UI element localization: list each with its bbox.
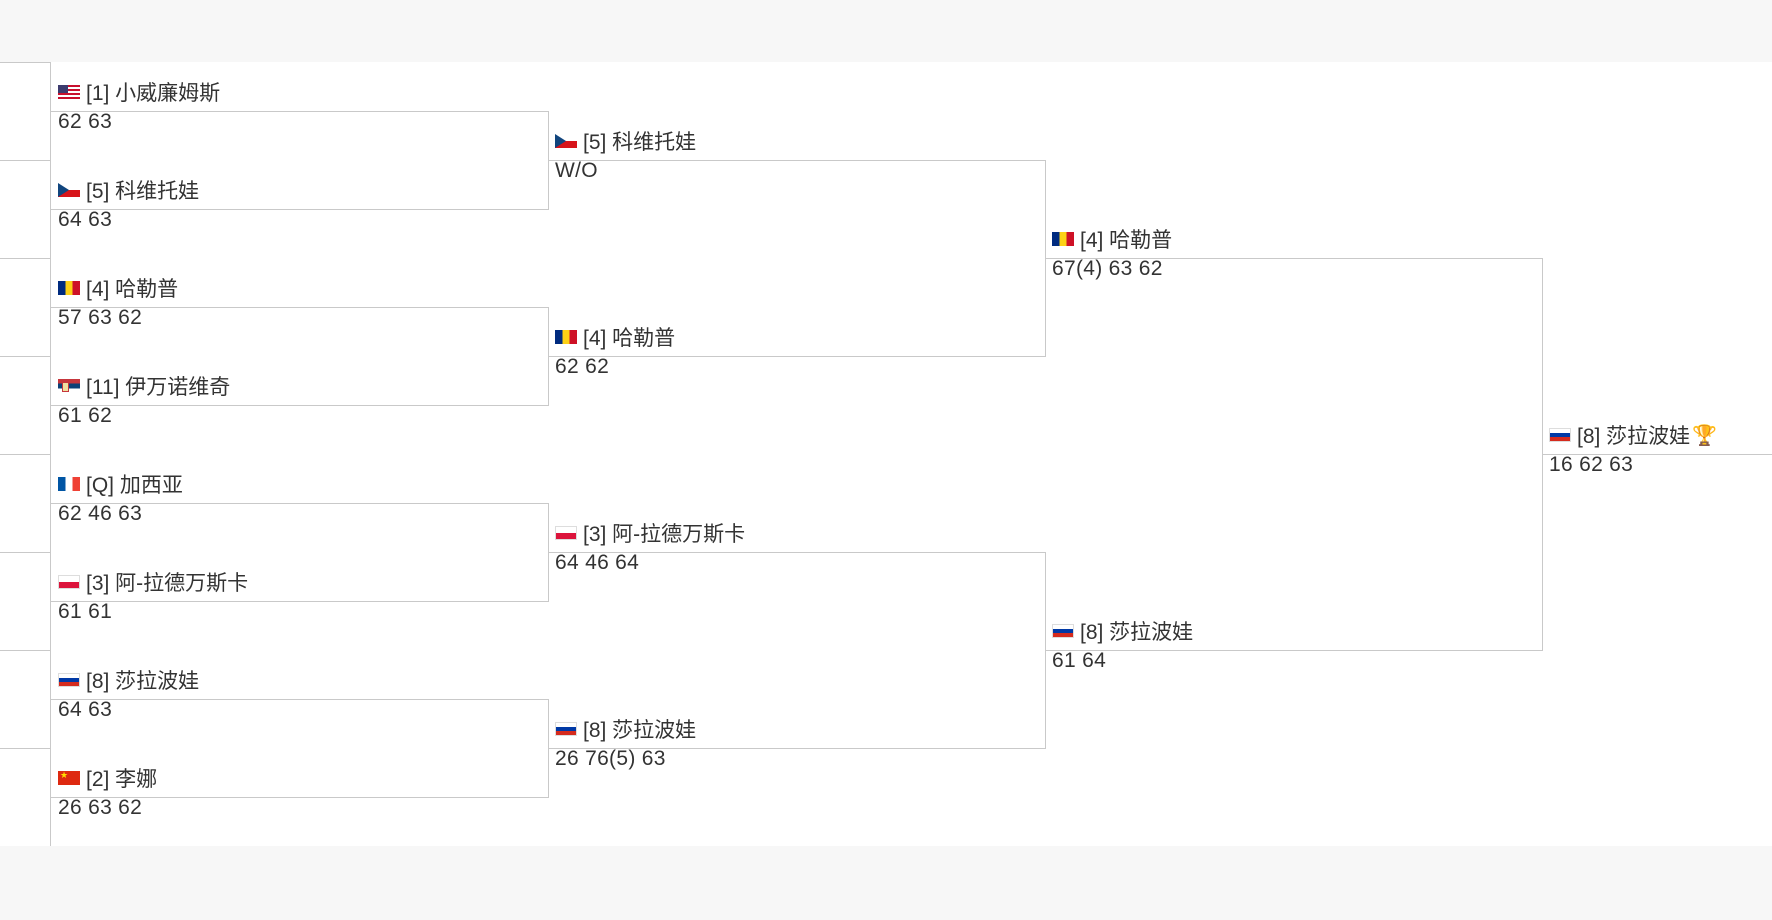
connector-line bbox=[548, 748, 1045, 749]
left-stub-line bbox=[0, 356, 50, 357]
connector-line bbox=[548, 552, 1045, 553]
match-score: 61 64 bbox=[1052, 649, 1107, 672]
connector-line bbox=[548, 356, 1045, 357]
round1-match2-top: [4] 哈勒普 57 63 62 bbox=[58, 274, 178, 332]
player-name: [8] 莎拉波娃 bbox=[86, 670, 200, 693]
round1-match4-top: [8] 莎拉波娃 64 63 bbox=[58, 666, 199, 724]
left-stub-line bbox=[0, 454, 50, 455]
player-name: [Q] 加西亚 bbox=[86, 474, 183, 497]
connector-line bbox=[50, 111, 548, 112]
connector-line bbox=[50, 503, 548, 504]
match-score: 61 61 bbox=[58, 600, 113, 623]
pl-flag-icon bbox=[555, 526, 577, 540]
match-score: 26 63 62 bbox=[58, 796, 143, 819]
round1-match3-bottom: [3] 阿-拉德万斯卡 61 61 bbox=[58, 568, 248, 626]
connector-line bbox=[1542, 454, 1772, 455]
player-name: [4] 哈勒普 bbox=[1080, 229, 1173, 252]
player-name: [4] 哈勒普 bbox=[86, 278, 179, 301]
match-score: 64 46 64 bbox=[555, 551, 640, 574]
connector-line bbox=[50, 307, 548, 308]
round1-match2-bottom: [11] 伊万诺维奇 61 62 bbox=[58, 372, 230, 430]
player-name: [3] 阿-拉德万斯卡 bbox=[86, 572, 249, 595]
round2-match1-bottom: [4] 哈勒普 62 62 bbox=[555, 323, 675, 381]
rs-flag-icon bbox=[58, 379, 80, 393]
round2-match1-top: [5] 科维托娃 W/O bbox=[555, 127, 696, 185]
left-stub-line bbox=[0, 748, 50, 749]
player-name: [1] 小威廉姆斯 bbox=[86, 82, 221, 105]
round2-match2-top: [3] 阿-拉德万斯卡 64 46 64 bbox=[555, 519, 745, 577]
round1-match4-bottom: [2] 李娜 26 63 62 bbox=[58, 764, 157, 822]
fr-flag-icon bbox=[58, 477, 80, 491]
match-score: 26 76(5) 63 bbox=[555, 747, 666, 770]
ro-flag-icon bbox=[555, 330, 577, 344]
match-score: 64 63 bbox=[58, 208, 113, 231]
connector-line bbox=[1045, 258, 1542, 259]
cn-flag-icon bbox=[58, 771, 80, 785]
match-score: 67(4) 63 62 bbox=[1052, 257, 1163, 280]
match-score: 57 63 62 bbox=[58, 306, 143, 329]
round3-match1-bottom: [8] 莎拉波娃 61 64 bbox=[1052, 617, 1193, 675]
pl-flag-icon bbox=[58, 575, 80, 589]
left-stub-line bbox=[0, 552, 50, 553]
champion-entry: [8] 莎拉波娃🏆 16 62 63 bbox=[1549, 421, 1717, 479]
connector-line bbox=[50, 797, 548, 798]
left-edge-line bbox=[50, 62, 51, 846]
player-name: [3] 阿-拉德万斯卡 bbox=[583, 523, 746, 546]
left-stub-line bbox=[0, 62, 50, 63]
connector-line bbox=[548, 160, 1045, 161]
player-name: [11] 伊万诺维奇 bbox=[86, 376, 231, 399]
left-stub-line bbox=[0, 160, 50, 161]
tournament-bracket: [1] 小威廉姆斯 62 63 [5] 科维托娃 64 63 [4] 哈勒普 5… bbox=[0, 62, 1772, 846]
connector-line bbox=[50, 699, 548, 700]
cz-flag-icon bbox=[555, 134, 577, 148]
match-score: 64 63 bbox=[58, 698, 113, 721]
match-score: 62 62 bbox=[555, 355, 610, 378]
connector-line bbox=[50, 405, 548, 406]
connector-line bbox=[50, 601, 548, 602]
player-name: [4] 哈勒普 bbox=[583, 327, 676, 350]
round3-match1-top: [4] 哈勒普 67(4) 63 62 bbox=[1052, 225, 1172, 283]
round1-match1-top: [1] 小威廉姆斯 62 63 bbox=[58, 78, 220, 136]
trophy-icon: 🏆 bbox=[1692, 424, 1718, 447]
ro-flag-icon bbox=[58, 281, 80, 295]
player-name: [5] 科维托娃 bbox=[583, 131, 697, 154]
champion-name: [8] 莎拉波娃 bbox=[1577, 425, 1691, 448]
us-flag-icon bbox=[58, 85, 80, 99]
player-name: [8] 莎拉波娃 bbox=[1080, 621, 1194, 644]
connector-line bbox=[1045, 650, 1542, 651]
round1-match1-bottom: [5] 科维托娃 64 63 bbox=[58, 176, 199, 234]
left-stub-line bbox=[0, 650, 50, 651]
ru-flag-icon bbox=[1052, 624, 1074, 638]
ro-flag-icon bbox=[1052, 232, 1074, 246]
connector-line bbox=[50, 209, 548, 210]
match-score: 62 46 63 bbox=[58, 502, 143, 525]
left-stub-line bbox=[0, 258, 50, 259]
cz-flag-icon bbox=[58, 183, 80, 197]
ru-flag-icon bbox=[1549, 428, 1571, 442]
player-name: [8] 莎拉波娃 bbox=[583, 719, 697, 742]
round2-match2-bottom: [8] 莎拉波娃 26 76(5) 63 bbox=[555, 715, 696, 773]
match-score: 61 62 bbox=[58, 404, 113, 427]
player-name: [2] 李娜 bbox=[86, 768, 158, 791]
match-score: W/O bbox=[555, 159, 598, 182]
player-name: [5] 科维托娃 bbox=[86, 180, 200, 203]
match-score: 62 63 bbox=[58, 110, 113, 133]
round1-match3-top: [Q] 加西亚 62 46 63 bbox=[58, 470, 183, 528]
ru-flag-icon bbox=[58, 673, 80, 687]
final-score: 16 62 63 bbox=[1549, 453, 1634, 476]
ru-flag-icon bbox=[555, 722, 577, 736]
